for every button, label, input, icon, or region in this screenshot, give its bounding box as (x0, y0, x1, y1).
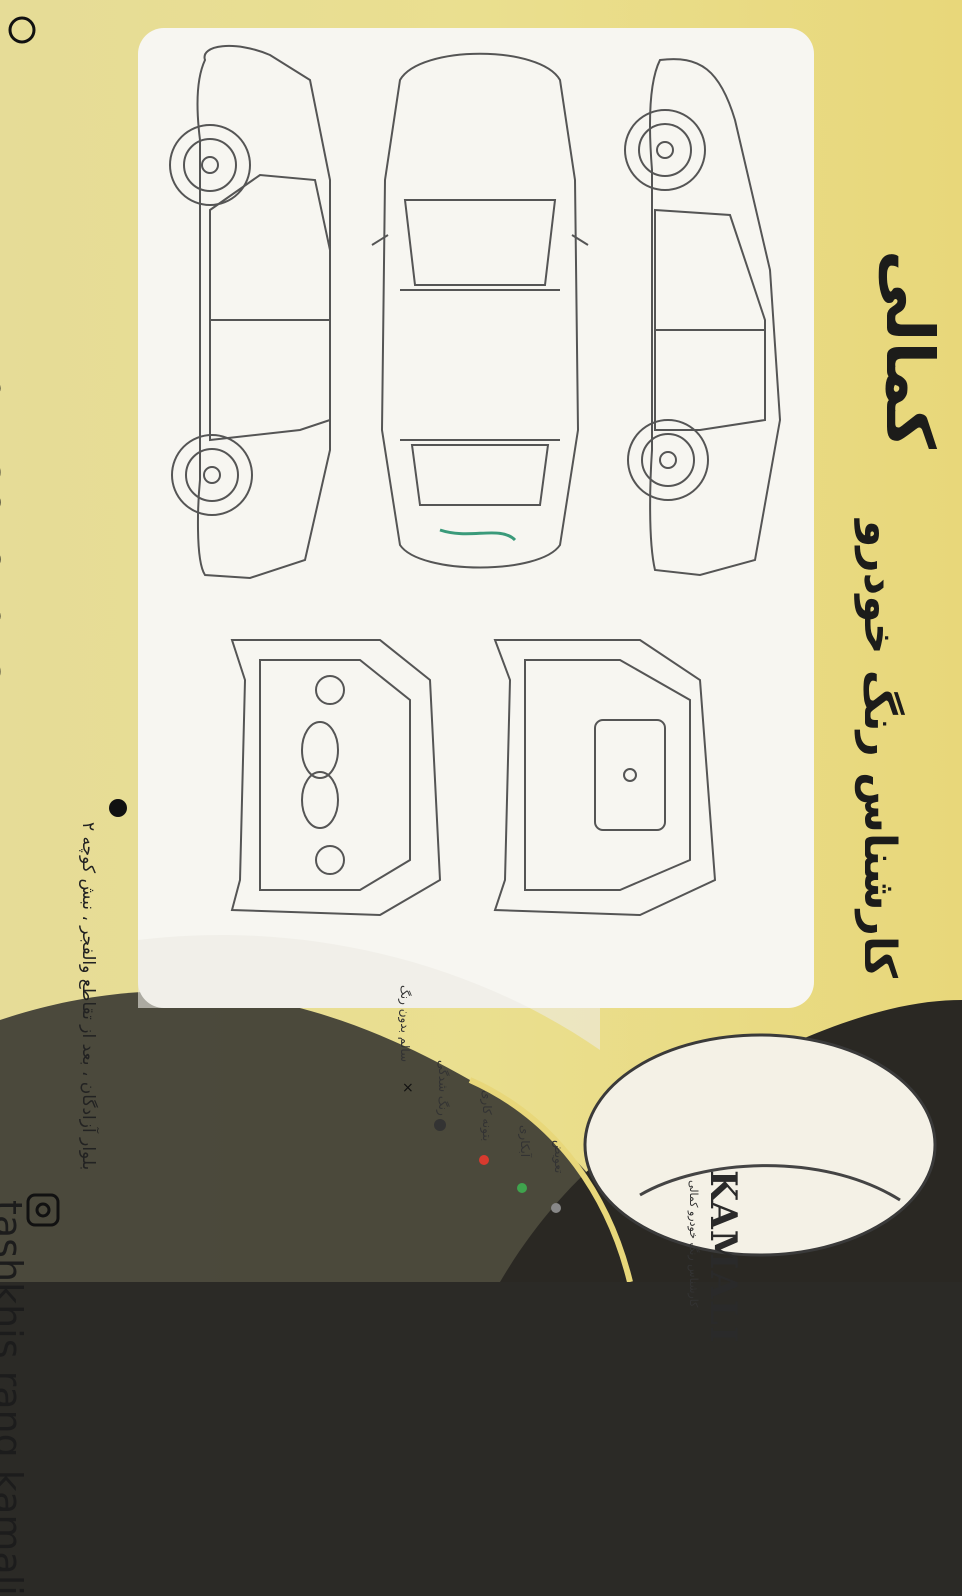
car-side-left (169, 44, 331, 580)
subtitle: کارشناس رنگ خودرو (854, 520, 905, 979)
legend-item: تعویض (552, 1140, 566, 1174)
location-pin-icon (109, 799, 127, 817)
phone-number: 09128189092 (0, 375, 8, 689)
card-photo: × (0, 0, 962, 1282)
instagram-handle: tashkhis.rang.kamali (0, 1200, 30, 1596)
car-side-right (624, 58, 782, 577)
diagram-panel (138, 28, 814, 1008)
svg-text:×: × (402, 1080, 414, 1096)
legend-item: آبکاری (518, 1125, 532, 1158)
address: بلوار آزادگان ، بعد از تقاطع والفجر ، نب… (78, 822, 98, 1171)
car-rear-view (493, 639, 717, 917)
instagram-icon (26, 1193, 60, 1227)
logo-circle (583, 1033, 937, 1257)
logo-text: KAMALI (702, 1170, 744, 1344)
legend-item: بتونه کاری (480, 1090, 494, 1142)
car-front-view (230, 639, 442, 917)
legend-item: رنگ شدگی (436, 1060, 450, 1116)
phone-icon (8, 16, 36, 44)
brand-title: کمالی (871, 250, 948, 449)
car-top-view (371, 52, 589, 569)
legend-item: سالم بدون رنگ (398, 985, 412, 1063)
logo-tagline: کارشناس رنگ خودرو کمالی (687, 1180, 700, 1308)
